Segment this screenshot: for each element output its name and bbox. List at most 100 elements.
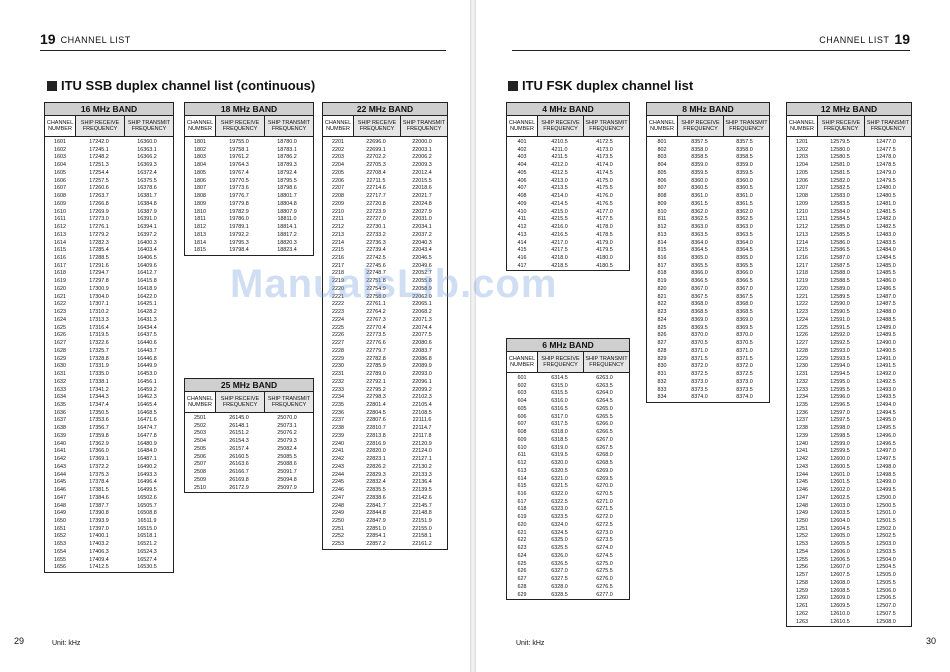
- cell-transmit: 22077.5: [412, 332, 432, 339]
- cell-transmit: 22015.5: [412, 177, 432, 184]
- band-title: 4 MHz BAND: [507, 103, 629, 116]
- cell-channel: 410: [517, 208, 527, 215]
- cell-receive: 12579.5: [830, 139, 850, 145]
- cell-transmit: 22012.4: [412, 169, 432, 176]
- cell-receive: 12591.5: [830, 324, 850, 331]
- cell-transmit: 22083.7: [412, 347, 432, 354]
- cell-receive: 6327.5: [551, 576, 568, 583]
- cell-channel: 1204: [796, 162, 808, 169]
- cell-transmit: 8358.5: [736, 154, 753, 161]
- cell-receive: 17331.9: [89, 363, 109, 370]
- cell-channel: 2218: [332, 270, 344, 277]
- cell-channel: 801: [657, 139, 667, 145]
- col-channel: CHANNEL NUMBER: [507, 116, 538, 136]
- cell-channel: 2212: [332, 224, 344, 231]
- cell-channel: 1801: [194, 139, 206, 145]
- cell-transmit: 12495.0: [876, 417, 896, 424]
- cell-receive: 17276.1: [89, 224, 109, 231]
- left-page-number: 29: [14, 636, 25, 646]
- cell-receive: 4210.5: [551, 139, 568, 145]
- cell-receive: 4218.5: [551, 262, 568, 269]
- cell-receive: 12607.0: [830, 564, 850, 571]
- cell-receive: 17393.9: [89, 517, 109, 524]
- cell-transmit: 18807.9: [277, 208, 297, 215]
- cell-receive: 6327.0: [551, 568, 568, 575]
- cell-channel: 604: [517, 398, 527, 405]
- cell-transmit: 6263.5: [596, 382, 613, 389]
- cell-transmit: 22074.4: [412, 324, 432, 331]
- cell-transmit: 4177.5: [596, 216, 613, 223]
- cell-transmit: 6265.5: [596, 413, 613, 420]
- cell-receive: 22854.1: [366, 533, 386, 540]
- cell-transmit: 16493.3: [137, 471, 157, 478]
- cell-transmit: 4180.5: [596, 262, 613, 269]
- cell-channel: 1636: [54, 409, 66, 416]
- cell-transmit: 8363.5: [736, 231, 753, 238]
- cell-channel: 1262: [796, 610, 808, 617]
- right-section-title-text: ITU FSK duplex channel list: [522, 78, 694, 93]
- cell-receive: 6328.0: [551, 583, 568, 590]
- cell-channel: 1260: [796, 595, 808, 602]
- cell-channel: 1225: [796, 324, 808, 331]
- cell-channel: 1231: [796, 371, 808, 378]
- cell-receive: 17366.0: [89, 448, 109, 455]
- cell-receive: 8370.0: [691, 332, 708, 339]
- cell-receive: 22730.1: [366, 224, 386, 231]
- cell-channel: 807: [657, 185, 667, 192]
- cell-receive: 8359.5: [691, 169, 708, 176]
- cell-transmit: 22043.4: [412, 247, 432, 254]
- cell-channel: 2234: [332, 394, 344, 401]
- cell-channel: 1629: [54, 355, 66, 362]
- cell-channel: 1247: [796, 494, 808, 501]
- cell-channel: 628: [517, 583, 527, 590]
- cell-transmit: 6268.0: [596, 452, 613, 459]
- cell-transmit: 12484.5: [876, 255, 896, 262]
- cell-channel: 1643: [54, 463, 66, 470]
- cell-transmit: 22120.9: [412, 440, 432, 447]
- cell-receive: 22767.3: [366, 316, 386, 323]
- cell-channel: 1258: [796, 579, 808, 586]
- cell-receive: 12608.0: [830, 579, 850, 586]
- cell-receive: 17344.3: [89, 394, 109, 401]
- cell-transmit: 18817.2: [277, 231, 297, 238]
- cell-receive: 6320.0: [551, 460, 568, 467]
- cell-transmit: 4175.0: [596, 177, 613, 184]
- cell-transmit: 16375.5: [137, 177, 157, 184]
- cell-receive: 12596.0: [830, 394, 850, 401]
- cell-transmit: 12499.0: [876, 479, 896, 486]
- cell-transmit: 16440.6: [137, 340, 157, 347]
- cell-receive: 22844.8: [366, 510, 386, 517]
- cell-receive: 12607.5: [830, 572, 850, 579]
- cell-receive: 12594.5: [830, 371, 850, 378]
- cell-transmit: 12483.5: [876, 239, 896, 246]
- cell-receive: 12589.0: [830, 285, 850, 292]
- cell-transmit: 18786.2: [277, 154, 297, 161]
- cell-channel: 2232: [332, 378, 344, 385]
- cell-receive: 22810.7: [366, 425, 386, 432]
- col-receive: SHIP RECEIVE FREQUENCY: [678, 116, 724, 136]
- cell-transmit: 22151.9: [412, 517, 432, 524]
- cell-channel: 2224: [332, 316, 344, 323]
- cell-transmit: 16502.6: [137, 494, 157, 501]
